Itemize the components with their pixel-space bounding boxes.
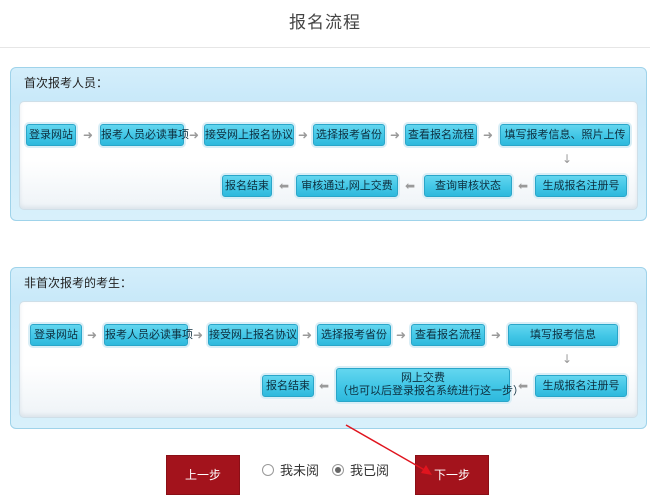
step-generate-id: 生成报名注册号 xyxy=(535,175,627,197)
first-time-panel: 首次报考人员： 登录网站 ➜ 报考人员必读事项 ➜ 接受网上报名协议 ➜ 选择报… xyxy=(10,67,647,221)
first-time-heading: 首次报考人员： xyxy=(24,76,109,90)
returning-flow: 登录网站 ➜ 报考人员必读事项 ➜ 接受网上报名协议 ➜ 选择报考省份 ➜ 查看… xyxy=(19,301,638,418)
arrow-right-icon: ➜ xyxy=(297,128,309,142)
returning-heading: 非首次报考的考生： xyxy=(24,276,133,290)
arrow-right-icon: ➜ xyxy=(389,128,401,142)
prev-step-button[interactable]: 上一步 xyxy=(166,455,240,495)
step-view-flow: 查看报名流程 xyxy=(405,124,477,146)
step-view-flow: 查看报名流程 xyxy=(411,324,485,346)
step-accept-agreement: 接受网上报名协议 xyxy=(204,124,294,146)
first-time-flow: 登录网站 ➜ 报考人员必读事项 ➜ 接受网上报名协议 ➜ 选择报考省份 ➜ 查看… xyxy=(19,101,638,210)
arrow-left-icon: ⬅ xyxy=(517,379,529,393)
step-finish: 报名结束 xyxy=(222,175,272,197)
step-finish: 报名结束 xyxy=(262,375,314,397)
radio-read-label: 我已阅 xyxy=(350,464,390,479)
arrow-right-icon: ➜ xyxy=(301,328,313,342)
arrow-right-icon: ➜ xyxy=(395,328,407,342)
step-accept-agreement: 接受网上报名协议 xyxy=(208,324,298,346)
step-select-province: 选择报考省份 xyxy=(317,324,391,346)
step-login: 登录网站 xyxy=(30,324,82,346)
arrow-right-icon: ➜ xyxy=(82,128,94,142)
pay-step-note: （也可以后登录报名系统进行这一步） xyxy=(337,384,524,397)
step-login: 登录网站 xyxy=(26,124,76,146)
radio-read-option[interactable]: 我已阅 xyxy=(332,462,389,482)
arrow-right-icon: ➜ xyxy=(86,328,98,342)
step-select-province: 选择报考省份 xyxy=(313,124,385,146)
arrow-left-icon: ⬅ xyxy=(517,179,529,193)
arrow-left-icon: ⬅ xyxy=(318,379,330,393)
arrow-right-icon: ➜ xyxy=(188,128,200,142)
step-fill-info-photo: 填写报考信息、照片上传 xyxy=(500,124,630,146)
step-read-notice: 报考人员必读事项 xyxy=(104,324,193,346)
arrow-right-icon: ➜ xyxy=(490,328,502,342)
title-divider xyxy=(0,47,650,48)
step-approved-pay: 审核通过,网上交费 xyxy=(296,175,398,197)
step-generate-id: 生成报名注册号 xyxy=(535,375,627,397)
arrow-right-icon: ➜ xyxy=(192,328,204,342)
arrow-down-icon: ↓ xyxy=(561,352,573,366)
arrow-down-icon: ↓ xyxy=(561,152,573,166)
radio-read[interactable] xyxy=(332,464,344,476)
step-fill-info: 填写报考信息 xyxy=(508,324,618,346)
page-title: 报名流程 xyxy=(289,13,361,33)
radio-unread-option[interactable]: 我未阅 xyxy=(262,462,319,482)
arrow-right-icon: ➜ xyxy=(482,128,494,142)
arrow-left-icon: ⬅ xyxy=(404,179,416,193)
arrow-left-icon: ⬅ xyxy=(278,179,290,193)
radio-unread[interactable] xyxy=(262,464,274,476)
next-step-button[interactable]: 下一步 xyxy=(415,455,489,495)
pay-step-title: 网上交费 xyxy=(401,371,445,384)
radio-unread-label: 我未阅 xyxy=(280,464,320,479)
returning-panel: 非首次报考的考生： 登录网站 ➜ 报考人员必读事项 ➜ 接受网上报名协议 ➜ 选… xyxy=(10,267,647,429)
step-read-notice: 报考人员必读事项 xyxy=(100,124,189,146)
step-online-pay: 网上交费 （也可以后登录报名系统进行这一步） xyxy=(336,368,524,402)
step-check-status: 查询审核状态 xyxy=(424,175,512,197)
